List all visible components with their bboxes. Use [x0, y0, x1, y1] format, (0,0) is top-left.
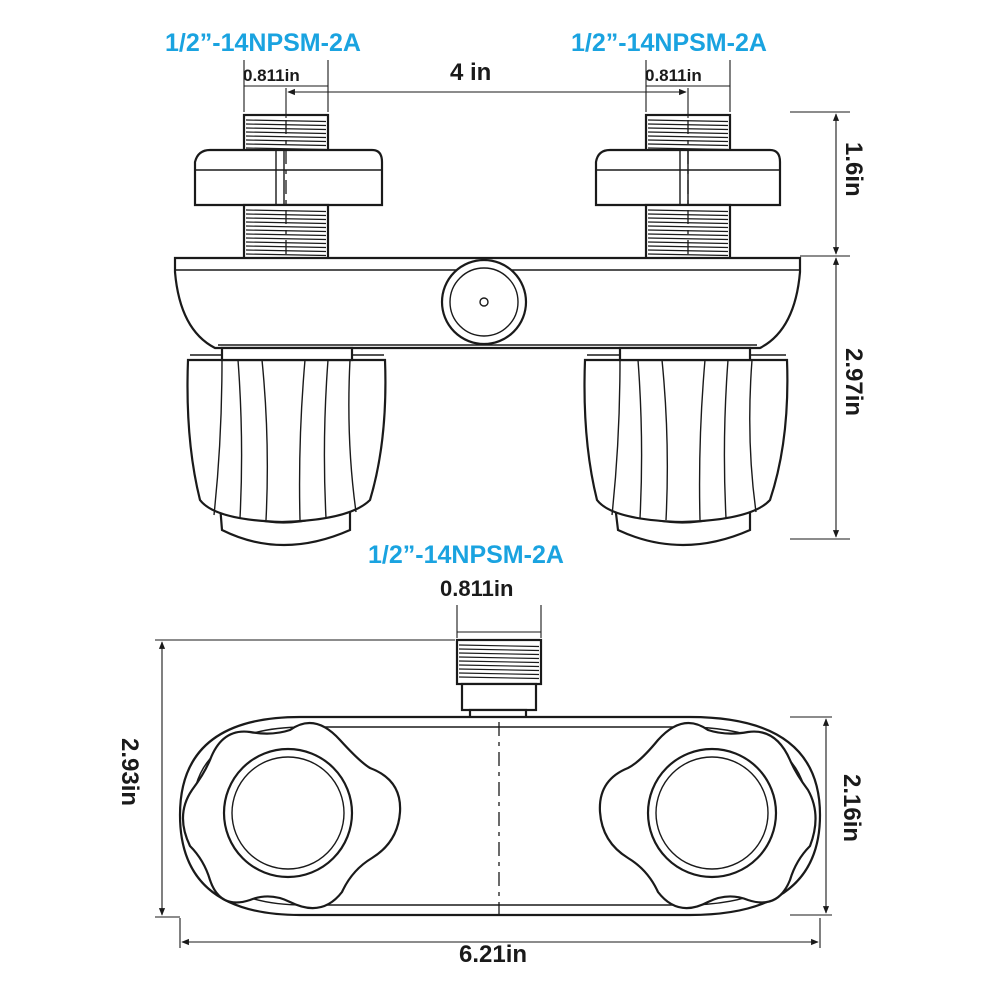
thread-line	[458, 672, 540, 676]
overall-width-label: 6.21in	[459, 941, 527, 968]
front-dimension-lines	[243, 60, 850, 540]
left-handle	[186, 346, 387, 547]
right-handle	[583, 346, 789, 547]
thread-line	[647, 147, 729, 151]
thread-spec-left: 1/2”-14NPSM-2A	[165, 29, 361, 57]
thread-line	[245, 147, 327, 151]
thread-line	[245, 233, 327, 237]
thread-line	[647, 225, 729, 229]
thread-line	[647, 135, 729, 139]
thread-line	[245, 237, 327, 241]
thread-line	[458, 664, 540, 668]
top-dimension-lines	[155, 605, 832, 948]
stem-width-left: 0.811in	[243, 66, 300, 85]
thread-line	[458, 676, 540, 680]
thread-line	[245, 135, 327, 139]
depth-label: 2.93in	[116, 738, 143, 806]
right-knob-top	[598, 721, 817, 910]
thread-lines-top	[458, 644, 540, 680]
nut-height-label: 1.6in	[840, 142, 867, 197]
body-height-label: 2.97in	[840, 348, 867, 416]
stem-width-bottom: 0.811in	[440, 576, 513, 601]
thread-line	[245, 143, 327, 147]
thread-line	[458, 668, 540, 672]
thread-line	[647, 237, 729, 241]
thread-line	[647, 143, 729, 147]
thread-line	[245, 253, 327, 257]
faucet-body	[173, 256, 802, 350]
thread-spec-right: 1/2”-14NPSM-2A	[571, 29, 767, 57]
thread-line	[458, 660, 540, 664]
thread-line	[458, 652, 540, 656]
stem-width-right: 0.811in	[645, 66, 702, 85]
thread-line	[245, 225, 327, 229]
front-view: 1/2”-14NPSM-2A 1/2”-14NPSM-2A 0.811in 0.…	[165, 29, 867, 547]
thread-line	[458, 656, 540, 660]
plate-height-label: 2.16in	[838, 774, 865, 842]
thread-line	[647, 233, 729, 237]
center-spacing-label: 4 in	[450, 59, 491, 86]
thread-spec-bottom: 1/2”-14NPSM-2A	[368, 541, 564, 569]
thread-line	[647, 253, 729, 257]
thread-line	[458, 648, 540, 652]
top-view: 1/2”-14NPSM-2A 0.811in 2.93in 2.16in 6.2…	[116, 541, 865, 968]
thread-line	[458, 644, 540, 648]
left-knob-top	[181, 721, 402, 910]
